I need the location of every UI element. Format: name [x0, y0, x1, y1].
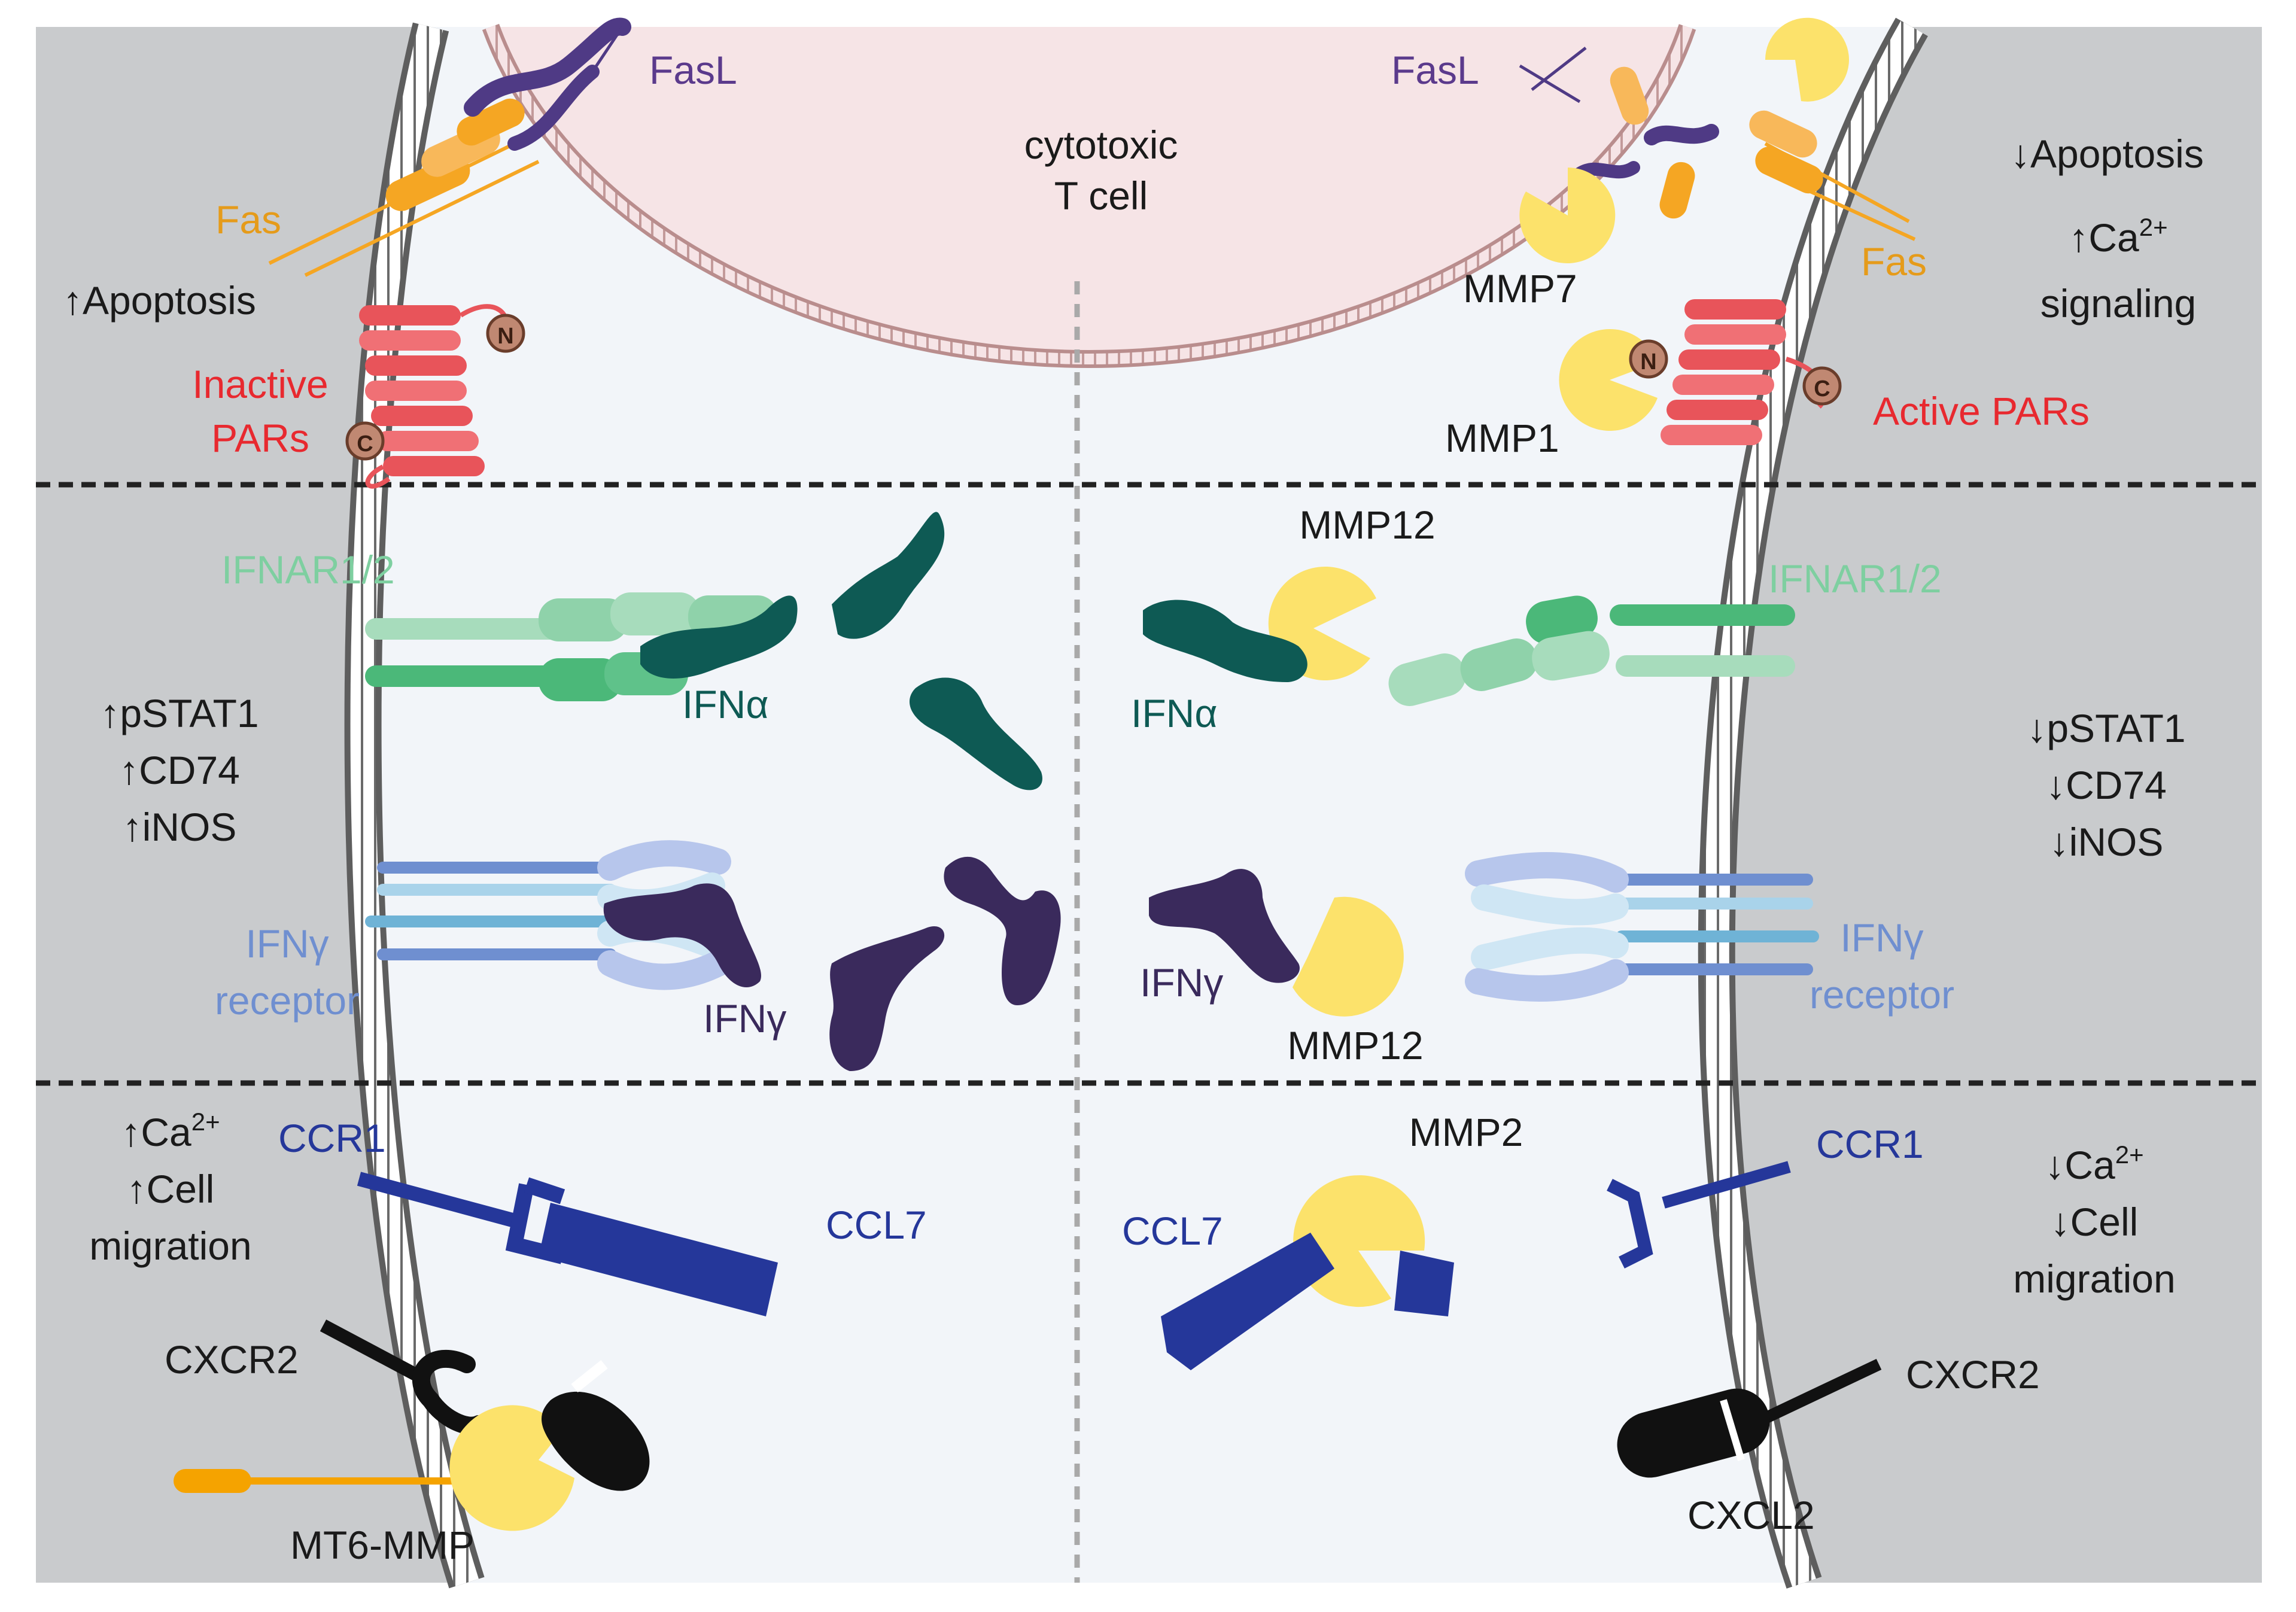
- right-effect-inos: ↓iNOS: [2049, 820, 2164, 864]
- left-ifn-alpha-bound: [640, 595, 798, 679]
- right-pars-label: Active PARs: [1873, 389, 2090, 433]
- left-effect-pstat1: ↑pSTAT1: [100, 691, 259, 735]
- mmp7-label: MMP7: [1463, 266, 1577, 311]
- mmp1-label: MMP1: [1445, 416, 1559, 460]
- right-pars-n-terminus: N: [1629, 339, 1668, 379]
- left-ifngr-label-line2: receptor: [215, 978, 360, 1023]
- right-ca-signaling-line1: ↑Ca2+: [2069, 213, 2167, 260]
- left-fas-receptor: [268, 98, 540, 277]
- right-cxcl2-free: [1617, 1388, 1770, 1478]
- right-ifnar-receptor: [1388, 595, 1795, 706]
- right-ifnar-label: IFNAR1/2: [1768, 556, 1942, 601]
- left-cxcr2-receptor: [320, 1319, 488, 1435]
- right-ca-line: ↓Ca2+: [2045, 1140, 2143, 1187]
- right-cxcl2-label: CXCL2: [1687, 1493, 1815, 1537]
- right-ca-text: ↑Ca: [2069, 215, 2139, 260]
- mmp12-bottom-enzyme: [1293, 896, 1404, 1017]
- left-ifn-gamma-free-1: [829, 926, 945, 1071]
- right-ccr1-label: CCR1: [1816, 1122, 1924, 1166]
- mt6-mmp-enzyme: [449, 1405, 574, 1531]
- left-ca-text: ↑Ca: [121, 1110, 191, 1154]
- left-ccl7-label: CCL7: [826, 1203, 927, 1247]
- right-ifn-alpha-cleaved: [1143, 600, 1307, 682]
- right-ifn-gamma-cleaved: [1149, 869, 1300, 983]
- left-pars-label-line2: PARs: [211, 416, 309, 460]
- right-pars-c-terminus: C: [1802, 366, 1842, 406]
- right-ca-signaling-line2: signaling: [2040, 281, 2197, 326]
- right-ca-sup: 2+: [2139, 213, 2168, 241]
- left-ccl7-bound: [539, 1203, 778, 1316]
- right-ifngr-receptor: [1465, 852, 1819, 1002]
- right-fasl-label: FasL: [1391, 48, 1479, 92]
- left-ifn-alpha-free-1: [832, 512, 945, 639]
- mmp12-bottom-label: MMP12: [1287, 1023, 1423, 1067]
- right-apoptosis-label: ↓Apoptosis: [2011, 132, 2204, 176]
- left-cell-migration-line1: ↑Cell: [127, 1167, 215, 1211]
- left-pars-label-line1: Inactive: [192, 362, 328, 406]
- right-fas-label: Fas: [1861, 239, 1927, 284]
- left-pars-n-text: N: [497, 324, 513, 349]
- left-cell-migration-line2: migration: [89, 1224, 251, 1268]
- left-ccr1-label: CCR1: [278, 1116, 386, 1160]
- left-apoptosis-label: ↑Apoptosis: [63, 278, 256, 323]
- right-ifn-alpha-label: IFNα: [1131, 691, 1217, 735]
- left-pars-c-terminus: C: [345, 421, 385, 461]
- right-fas-fragments: [1610, 66, 1695, 219]
- left-cxcl2-bound: [542, 1359, 650, 1491]
- left-ifn-alpha-label: IFNα: [682, 682, 768, 726]
- left-inactive-pars: [359, 304, 509, 489]
- right-ifn-gamma-label: IFNγ: [1140, 960, 1223, 1005]
- right-ifngr-label-line2: receptor: [1810, 972, 1954, 1017]
- left-ifn-gamma-free-2: [944, 856, 1061, 1005]
- left-ca-line: ↑Ca2+: [121, 1108, 220, 1154]
- right-active-pars: [1661, 299, 1827, 445]
- left-pars-c-text: C: [357, 431, 373, 457]
- right-effect-pstat1: ↓pSTAT1: [2027, 706, 2185, 750]
- left-effect-cd74: ↑CD74: [119, 748, 240, 792]
- left-ifngr-label-line1: IFNγ: [245, 921, 329, 966]
- right-cell-migration-line1: ↓Cell: [2051, 1200, 2139, 1244]
- left-cxcr2-label: CXCR2: [165, 1337, 299, 1382]
- tcell-label-line1: cytotoxic: [1024, 123, 1178, 167]
- left-fasl-ligand: [464, 17, 631, 151]
- tcell-label-line2: T cell: [1054, 174, 1148, 218]
- left-ifn-alpha-free-2: [910, 677, 1042, 790]
- right-fasl-cleaved: [1519, 47, 1719, 180]
- right-ccl7-label: CCL7: [1122, 1209, 1223, 1253]
- left-fas-label: Fas: [215, 197, 281, 242]
- left-ifnar-label: IFNAR1/2: [221, 548, 395, 592]
- right-pars-c-text: C: [1814, 376, 1830, 402]
- right-pars-n-text: N: [1640, 349, 1656, 375]
- right-ifngr-label-line1: IFNγ: [1840, 916, 1923, 960]
- mt6-mmp-label: MT6-MMP: [290, 1523, 475, 1567]
- right-cxcr2-receptor: [1762, 1358, 1882, 1424]
- mt6-mmp-anchor: [174, 1469, 479, 1493]
- left-ifn-gamma-label: IFNγ: [703, 996, 786, 1041]
- right-effect-cd74: ↓CD74: [2046, 763, 2167, 807]
- left-pars-n-terminus: N: [486, 314, 525, 353]
- left-effect-inos: ↑iNOS: [123, 805, 237, 849]
- right-ccl7-cleaved: [1161, 1233, 1454, 1370]
- right-ccr1-receptor: [1607, 1161, 1791, 1269]
- mmp2-label: MMP2: [1409, 1110, 1523, 1154]
- left-fasl-label: FasL: [649, 48, 737, 92]
- mmp7-enzyme: [1519, 17, 1849, 263]
- left-ifn-gamma-bound: [603, 883, 761, 987]
- left-ca-sup: 2+: [191, 1108, 220, 1136]
- tcell-body: [491, 27, 1687, 359]
- right-ca2-text: ↓Ca: [2045, 1143, 2115, 1187]
- right-cell-body: [1716, 27, 2262, 1583]
- mmp12-top-label: MMP12: [1299, 503, 1435, 547]
- right-fas-receptor: [1749, 110, 1916, 241]
- right-ca2-sup: 2+: [2115, 1140, 2144, 1169]
- right-cxcr2-label: CXCR2: [1906, 1352, 2040, 1397]
- right-cell-migration-line2: migration: [2013, 1257, 2175, 1301]
